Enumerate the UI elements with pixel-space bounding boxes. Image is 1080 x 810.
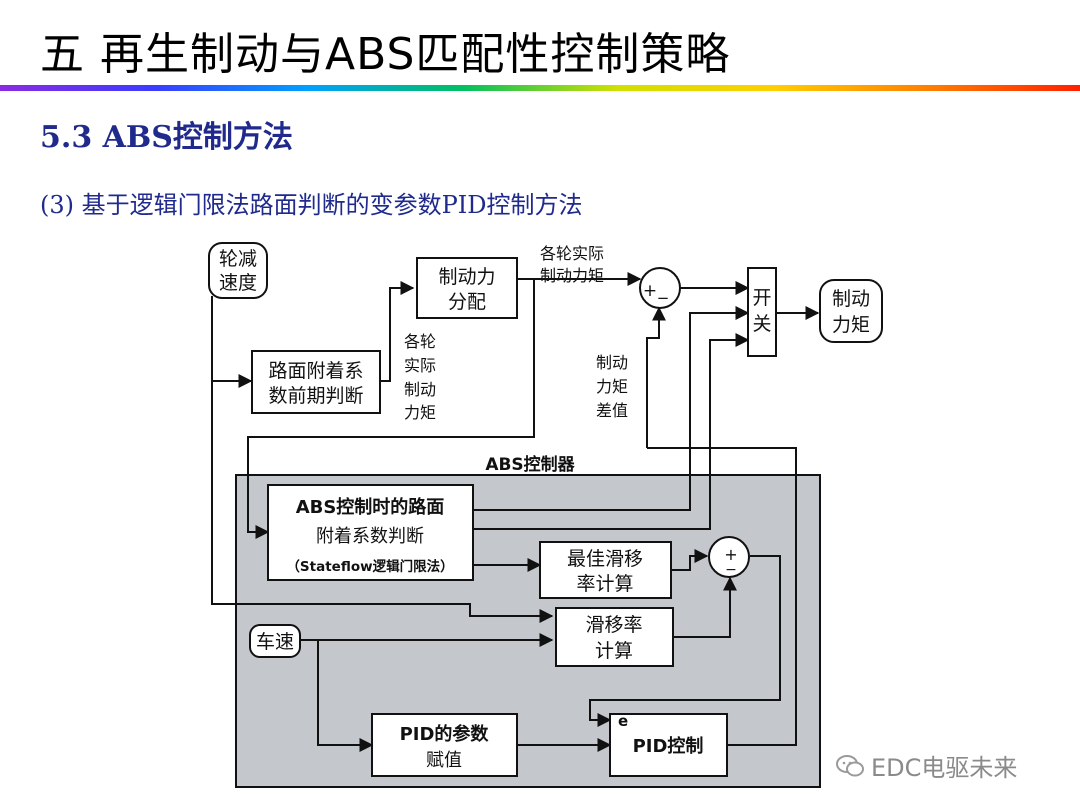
- sum-top-minus: −: [657, 289, 670, 307]
- diff-line3: 差值: [596, 401, 628, 420]
- slip-calc-line2: 计算: [595, 640, 633, 662]
- abs-road-line3: （Stateflow逻辑门限法）: [286, 558, 453, 575]
- line-abs-road-to-switch-a: [473, 306, 750, 511]
- best-slip-block: [539, 541, 672, 599]
- vehicle-speed-terminal: [249, 624, 301, 658]
- actual-per-wheel-line2: 实际: [404, 356, 436, 375]
- vehicle-speed-label: 车速: [256, 631, 294, 653]
- slip-calc-line1: 滑移率: [585, 614, 642, 636]
- road-pre-line1: 路面附着系: [268, 360, 363, 382]
- pid-control-label: PID控制: [633, 735, 704, 757]
- sum-junction-top: [639, 267, 681, 309]
- switch-line1: 开: [752, 287, 771, 309]
- output-line2: 力矩: [832, 314, 870, 336]
- line-sum-bottom-to-pid: [589, 555, 781, 727]
- best-slip-line2: 率计算: [576, 573, 633, 595]
- road-pre-line2: 数前期判断: [268, 385, 363, 407]
- actual-top-line1: 各轮实际: [540, 244, 604, 263]
- abs-road-line1: ABS控制时的路面: [296, 496, 445, 518]
- actual-top-line2: 制动力矩: [540, 266, 604, 285]
- section-heading: 5.3 ABS控制方法: [40, 120, 293, 155]
- pid-param-line1: PID的参数: [400, 723, 490, 745]
- pid-error-label: e: [618, 712, 628, 730]
- line-slip-to-sum-bottom: [673, 576, 737, 638]
- brake-dist-line2: 分配: [448, 291, 486, 313]
- watermark: EDC电驱未来: [835, 748, 1017, 783]
- line-abs-road-to-switch-b: [473, 333, 750, 530]
- line-wheel-decel-down: [211, 296, 554, 623]
- watermark-text: EDC电驱未来: [871, 754, 1018, 782]
- wheel-decel-terminal: [208, 242, 268, 299]
- line-best-slip-to-sum-bottom: [671, 549, 709, 571]
- switch-block: [747, 267, 777, 357]
- slide-title: 五 再生制动与ABS匹配性控制策略: [40, 29, 731, 80]
- line-road-pre-to-dist: [380, 281, 415, 382]
- output-torque-terminal: [819, 279, 883, 343]
- brake-distribution-block: [416, 257, 518, 319]
- pid-param-line2: 赋值: [426, 750, 462, 771]
- pid-param-block: [371, 713, 518, 777]
- best-slip-line1: 最佳滑移: [567, 548, 643, 570]
- abs-road-judge-block: [267, 484, 474, 581]
- diff-line1: 制动: [596, 353, 628, 372]
- wheel-decel-line1: 轮减: [219, 248, 257, 270]
- sum-top-plus: +: [643, 281, 657, 301]
- brake-dist-line1: 制动力: [438, 266, 495, 288]
- sum-bottom-minus: −: [725, 562, 737, 578]
- pid-control-block: [609, 713, 728, 777]
- switch-line2: 关: [752, 313, 771, 335]
- diff-line2: 力矩: [596, 377, 628, 396]
- actual-per-wheel-line3: 制动: [404, 380, 436, 399]
- line-diff-to-sumtop: [646, 306, 666, 448]
- wechat-icon: [836, 754, 864, 776]
- output-line1: 制动: [832, 288, 870, 310]
- sum-bottom-plus: +: [724, 545, 737, 564]
- actual-per-wheel-line1: 各轮: [404, 332, 436, 351]
- actual-per-wheel-line4: 力矩: [404, 403, 436, 422]
- abs-road-line2: 附着系数判断: [316, 526, 424, 547]
- slip-calc-block: [555, 607, 674, 667]
- road-pre-judge-block: [251, 350, 381, 414]
- line-speed-to-pid-param: [317, 640, 374, 752]
- abs-controller-title: ABS控制器: [485, 454, 575, 475]
- line-actual-to-abs-road: [247, 279, 535, 539]
- wheel-decel-line2: 速度: [219, 272, 257, 294]
- line-pid-to-switch: [647, 447, 797, 746]
- sum-junction-bottom: [708, 536, 750, 578]
- method-subtitle: (3) 基于逻辑门限法路面判断的变参数PID控制方法: [40, 191, 583, 219]
- title-rainbow-divider: [0, 85, 1080, 91]
